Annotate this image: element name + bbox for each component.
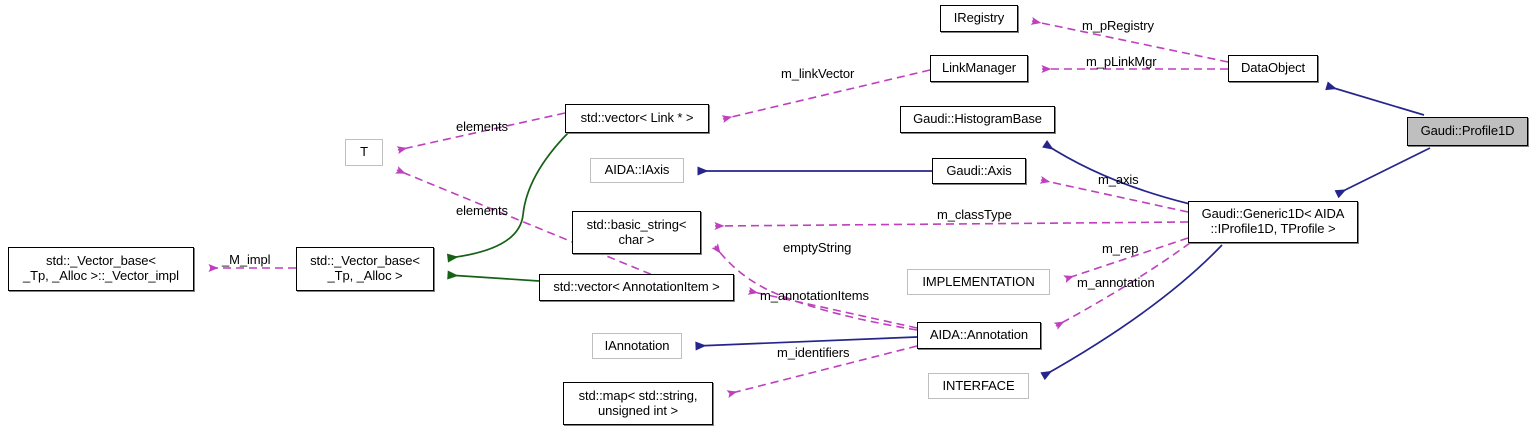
node-aida-iaxis[interactable]: AIDA::IAxis	[590, 158, 684, 183]
node-gaudi-axis[interactable]: Gaudi::Axis	[932, 158, 1026, 184]
edge-label-m-annotation: m_annotation	[1077, 275, 1155, 290]
node-aida-annotation[interactable]: AIDA::Annotation	[917, 322, 1041, 349]
edge-inherit-profile1d-generic1d	[1334, 147, 1431, 199]
edge-label-elements-top: elements	[456, 119, 508, 134]
node-linkmanager[interactable]: LinkManager	[930, 55, 1028, 82]
edge-label-m-identifiers: m_identifiers	[777, 345, 850, 360]
node-gaudi-histogrambase[interactable]: Gaudi::HistogramBase	[900, 106, 1055, 133]
node-interface[interactable]: INTERFACE	[928, 373, 1029, 399]
edge-template-vectorlink-vectorbase	[446, 132, 569, 263]
node-implementation[interactable]: IMPLEMENTATION	[907, 269, 1050, 295]
node-dataobject[interactable]: DataObject	[1228, 55, 1318, 82]
edge-inherit-profile1d-dataobject	[1325, 81, 1425, 116]
node-iregistry[interactable]: IRegistry	[940, 5, 1018, 32]
node-std-vector-link-ptr[interactable]: std::vector< Link * >	[565, 104, 709, 133]
node-gaudi-generic1d[interactable]: Gaudi::Generic1D< AIDA ::IProfile1D, TPr…	[1188, 201, 1358, 243]
node-std-vector-annotationitem[interactable]: std::vector< AnnotationItem >	[539, 274, 734, 301]
edge-m-classType	[714, 221, 1189, 231]
edge-label-emptyString: emptyString	[783, 240, 852, 255]
node-iannotation[interactable]: IAnnotation	[592, 333, 682, 359]
edge-label-m-pLinkMgr: m_pLinkMgr	[1086, 54, 1157, 69]
edge-label-M-impl: _M_impl	[222, 252, 271, 267]
edge-template-vectorannot-vectorbase	[447, 270, 540, 282]
node-gaudi-profile1d[interactable]: Gaudi::Profile1D	[1407, 117, 1528, 146]
edge-label-m-classType: m_classType	[937, 207, 1012, 222]
node-std-vector-base[interactable]: std::_Vector_base< _Tp, _Alloc >	[296, 247, 434, 291]
node-std-basic-string-char[interactable]: std::basic_string< char >	[572, 211, 701, 254]
edge-label-m-linkVector: m_linkVector	[781, 66, 855, 81]
edge-inherit-generic1d-interface	[1040, 244, 1223, 381]
edge-label-m-rep: m_rep	[1102, 241, 1139, 256]
edge-label-elements-bottom: elements	[456, 203, 508, 218]
edge-label-m-annotationItems: m_annotationItems	[760, 288, 869, 303]
node-std-map-string-uint[interactable]: std::map< std::string, unsigned int >	[563, 382, 713, 425]
node-std-vector-base-vector-impl[interactable]: std::_Vector_base< _Tp, _Alloc >::_Vecto…	[8, 247, 194, 291]
edge-label-m-axis: m_axis	[1098, 172, 1139, 187]
node-template-parameter-t[interactable]: T	[345, 139, 383, 166]
edge-label-m-pRegistry: m_pRegistry	[1082, 18, 1154, 33]
